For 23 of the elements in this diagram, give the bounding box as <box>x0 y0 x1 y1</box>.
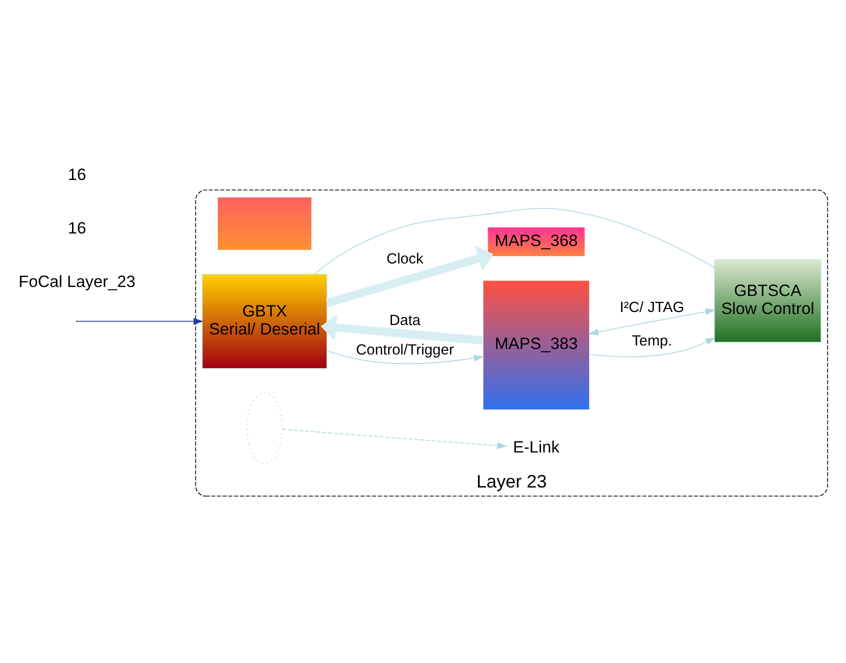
arrow <box>590 336 716 357</box>
label: FoCal Layer_23 <box>18 272 136 290</box>
edge-label: Temp. <box>632 332 672 349</box>
arrow <box>320 314 484 344</box>
node-box: MAPS_368 <box>487 226 586 256</box>
node-box: MAPS_383 <box>482 279 590 410</box>
arrow <box>326 350 484 364</box>
edge-label: Clock <box>386 250 424 267</box>
edge-label: Data <box>389 312 421 328</box>
connector <box>314 207 715 274</box>
edge-label: I²C/ JTAG <box>620 299 684 316</box>
label: 16 <box>68 219 86 238</box>
node-ellipse <box>246 392 283 464</box>
arrow <box>282 428 507 449</box>
arrow <box>78 317 204 324</box>
node-text: E-Link <box>513 438 560 456</box>
node-box <box>217 196 312 250</box>
label: 16 <box>68 166 86 184</box>
node-box: GBTX Serial/ Deserial <box>202 273 328 368</box>
arrow <box>588 308 716 335</box>
arrow <box>326 245 494 307</box>
edge-label: Control/Trigger <box>356 342 454 358</box>
node-box: GBTSCA Slow Control <box>714 258 822 342</box>
